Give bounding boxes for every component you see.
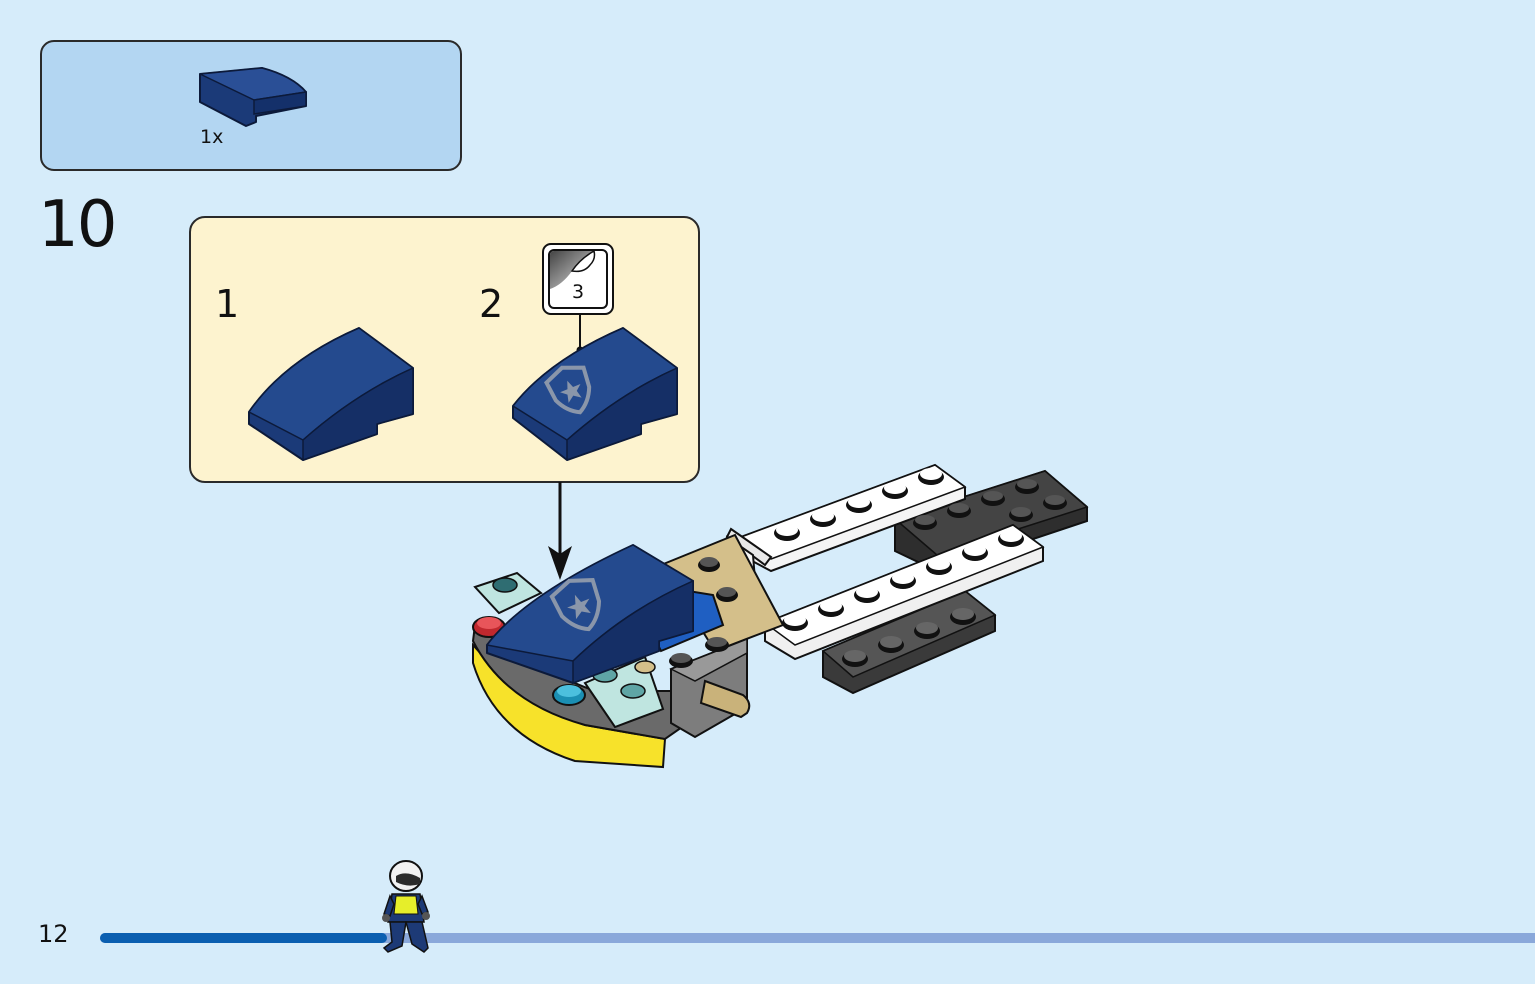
- police-badge-icon: [549, 578, 602, 632]
- page-number: 12: [38, 920, 69, 948]
- step-number: 10: [38, 188, 117, 262]
- progress-bar-fill: [100, 933, 387, 943]
- police-minifigure-icon: [382, 860, 430, 953]
- sticker-number: 3: [571, 281, 585, 303]
- part-quantity: 1x: [200, 126, 224, 148]
- dark-blue-curved-slope-with-police-badge-icon: [512, 327, 678, 461]
- substep-number-1: 1: [215, 282, 240, 326]
- substep-box: 1 2: [189, 216, 700, 483]
- parts-list-box: 1x: [40, 40, 462, 171]
- sticker-peel-icon: [550, 251, 596, 289]
- sticker-callout: 3: [542, 243, 614, 315]
- down-arrow-icon: [548, 482, 572, 580]
- progress-bar: [100, 933, 1535, 943]
- dark-blue-curved-slope-brick-icon: [199, 67, 307, 127]
- dark-blue-curved-slope-brick-icon: [248, 327, 414, 461]
- sticker-frame: 3: [548, 249, 608, 309]
- police-badge-icon: [543, 365, 592, 415]
- police-vehicle-model-icon: [471, 463, 1089, 769]
- substep-number-2: 2: [479, 282, 504, 326]
